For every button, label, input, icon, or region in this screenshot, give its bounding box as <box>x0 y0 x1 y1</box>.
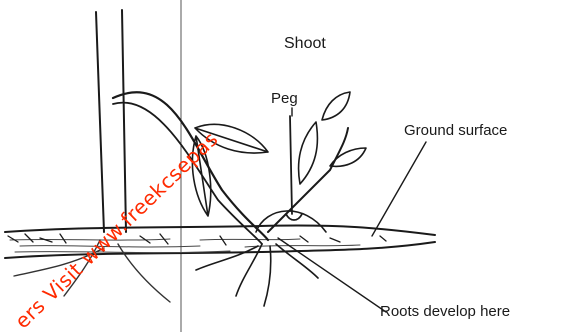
leader-ground <box>372 142 426 236</box>
label-roots-develop: Roots develop here <box>380 304 510 319</box>
label-peg: Peg <box>271 91 298 106</box>
label-shoot: Shoot <box>284 36 326 52</box>
peg <box>286 116 302 220</box>
soil-mound <box>256 211 326 232</box>
parent-stem <box>96 10 126 232</box>
label-ground-surface: Ground surface <box>404 123 507 138</box>
leaf <box>299 122 318 184</box>
ground-band <box>5 225 435 258</box>
leaf <box>322 92 350 120</box>
